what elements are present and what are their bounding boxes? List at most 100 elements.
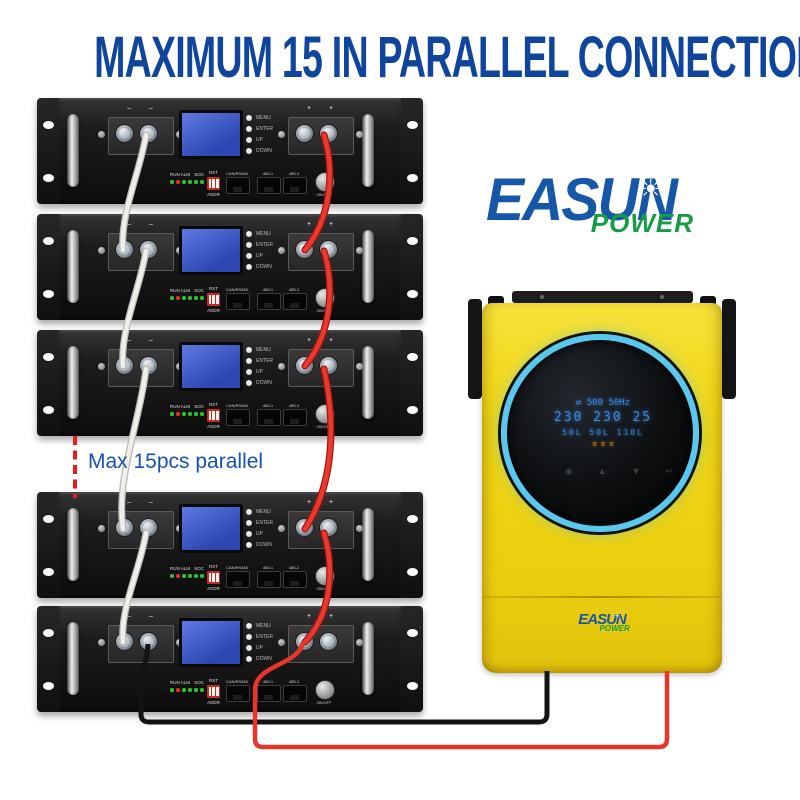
mount-hole — [406, 352, 419, 362]
addr-dip-switch[interactable] — [207, 685, 220, 698]
rs485-2-port-label: 485-2 — [288, 287, 300, 292]
inverter-mount-bracket — [512, 291, 693, 303]
menu-button[interactable] — [246, 509, 252, 515]
up-button[interactable] — [246, 531, 252, 537]
mount-hole — [406, 405, 419, 415]
down-button-label: DOWN — [256, 656, 272, 662]
rs485-2-port — [283, 293, 307, 310]
can-rs485-port-label: CAN/RS485 — [226, 403, 248, 408]
up-button-label: UP — [256, 369, 263, 375]
down-button[interactable] — [246, 656, 252, 662]
rs485-2-port-label: 485-2 — [288, 679, 300, 684]
rack-handle-right — [362, 508, 374, 581]
rs485-1-port — [257, 685, 281, 702]
power-switch-button[interactable] — [315, 680, 335, 700]
addr-dip-switch[interactable] — [207, 177, 220, 190]
addr-label: ADDR — [207, 424, 220, 429]
enter-button[interactable] — [246, 242, 252, 248]
power-switch-button[interactable] — [315, 172, 335, 192]
negative-terminal-label: – – — [127, 337, 153, 344]
down-button-label: DOWN — [256, 542, 272, 548]
addr-dip-switch[interactable] — [207, 571, 220, 584]
run-alm-label: RUN ALM — [170, 680, 191, 685]
enter-button[interactable] — [246, 126, 252, 132]
power-switch-button[interactable] — [315, 566, 335, 586]
panel-screw — [278, 363, 285, 370]
soc-label: SOC — [194, 172, 204, 177]
soc-led-row — [170, 296, 204, 300]
enter-button[interactable] — [246, 520, 252, 526]
up-button[interactable] — [246, 645, 252, 651]
menu-button-label: MENU — [256, 347, 271, 353]
power-switch-label: ON/OFF — [316, 424, 332, 429]
terminal-screw — [115, 124, 134, 143]
rs485-1-port-label: 485-1 — [262, 403, 274, 408]
panel-screw — [356, 247, 363, 254]
menu-button[interactable] — [246, 347, 252, 353]
enter-touch-icon[interactable]: ↵ — [665, 466, 673, 476]
mount-hole — [406, 173, 419, 183]
page-title: MAXIMUM 15 IN PARALLEL CONNECTIONS — [94, 23, 800, 90]
up-touch-icon[interactable]: ▲ — [597, 466, 607, 476]
mount-hole — [406, 567, 419, 577]
down-button[interactable] — [246, 542, 252, 548]
max-parallel-annotation: Max 15pcs parallel — [88, 450, 264, 473]
soc-label: SOC — [194, 680, 204, 685]
can-rs485-port — [226, 409, 250, 426]
soc-led-row — [170, 180, 204, 184]
addr-dip-switch[interactable] — [207, 409, 220, 422]
down-touch-icon[interactable]: ▼ — [631, 466, 641, 476]
menu-button[interactable] — [246, 115, 252, 121]
up-button[interactable] — [246, 253, 252, 259]
rs485-1-port — [257, 177, 281, 194]
down-button[interactable] — [246, 380, 252, 386]
power-switch-button[interactable] — [315, 404, 335, 424]
power-switch-button[interactable] — [315, 288, 335, 308]
menu-button[interactable] — [246, 623, 252, 629]
down-button[interactable] — [246, 264, 252, 270]
panel-screw — [278, 131, 285, 138]
rs485-2-port — [283, 177, 307, 194]
negative-terminal-label: – – — [127, 499, 153, 506]
inverter-logo-power: POWER — [599, 624, 630, 633]
up-button[interactable] — [246, 369, 252, 375]
battery-lcd-screen — [179, 504, 243, 553]
mount-hole — [42, 628, 55, 638]
terminal-screw — [139, 240, 158, 259]
rack-handle-left — [67, 114, 79, 187]
up-button-label: UP — [256, 253, 263, 259]
up-button-label: UP — [256, 531, 263, 537]
terminal-screw — [319, 518, 338, 537]
positive-terminal-label: + + — [306, 613, 334, 620]
mount-hole — [42, 236, 55, 246]
terminal-screw — [115, 356, 134, 375]
panel-screw — [98, 525, 105, 532]
positive-terminal-label: + + — [306, 499, 334, 506]
down-button[interactable] — [246, 148, 252, 154]
addr-dip-switch[interactable] — [207, 293, 220, 306]
inverter-side-cap-left — [468, 299, 482, 399]
menu-button-label: MENU — [256, 231, 271, 237]
can-rs485-port-label: CAN/RS485 — [226, 679, 248, 684]
menu-button[interactable] — [246, 231, 252, 237]
enter-button[interactable] — [246, 634, 252, 640]
power-switch-label: ON/OFF — [316, 700, 332, 705]
addr-label: ADDR — [207, 700, 220, 705]
rs485-1-port-label: 485-1 — [262, 171, 274, 176]
rs485-1-port-label: 485-1 — [262, 287, 274, 292]
mount-hole — [406, 628, 419, 638]
power-touch-icon[interactable]: ◉ — [565, 466, 573, 476]
enter-button[interactable] — [246, 358, 252, 364]
rack-handle-left — [67, 346, 79, 419]
terminal-screw — [115, 240, 134, 259]
rs485-1-port-label: 485-1 — [262, 679, 274, 684]
can-rs485-port-label: CAN/RS485 — [226, 287, 248, 292]
rs485-2-port-label: 485-2 — [288, 171, 300, 176]
up-button-label: UP — [256, 645, 263, 651]
up-button[interactable] — [246, 137, 252, 143]
reset-label: RST — [209, 402, 218, 407]
panel-screw — [278, 639, 285, 646]
status-led-cluster: RUN ALM SOC — [170, 404, 204, 416]
mount-hole — [42, 405, 55, 415]
enter-button-label: ENTER — [256, 358, 273, 364]
